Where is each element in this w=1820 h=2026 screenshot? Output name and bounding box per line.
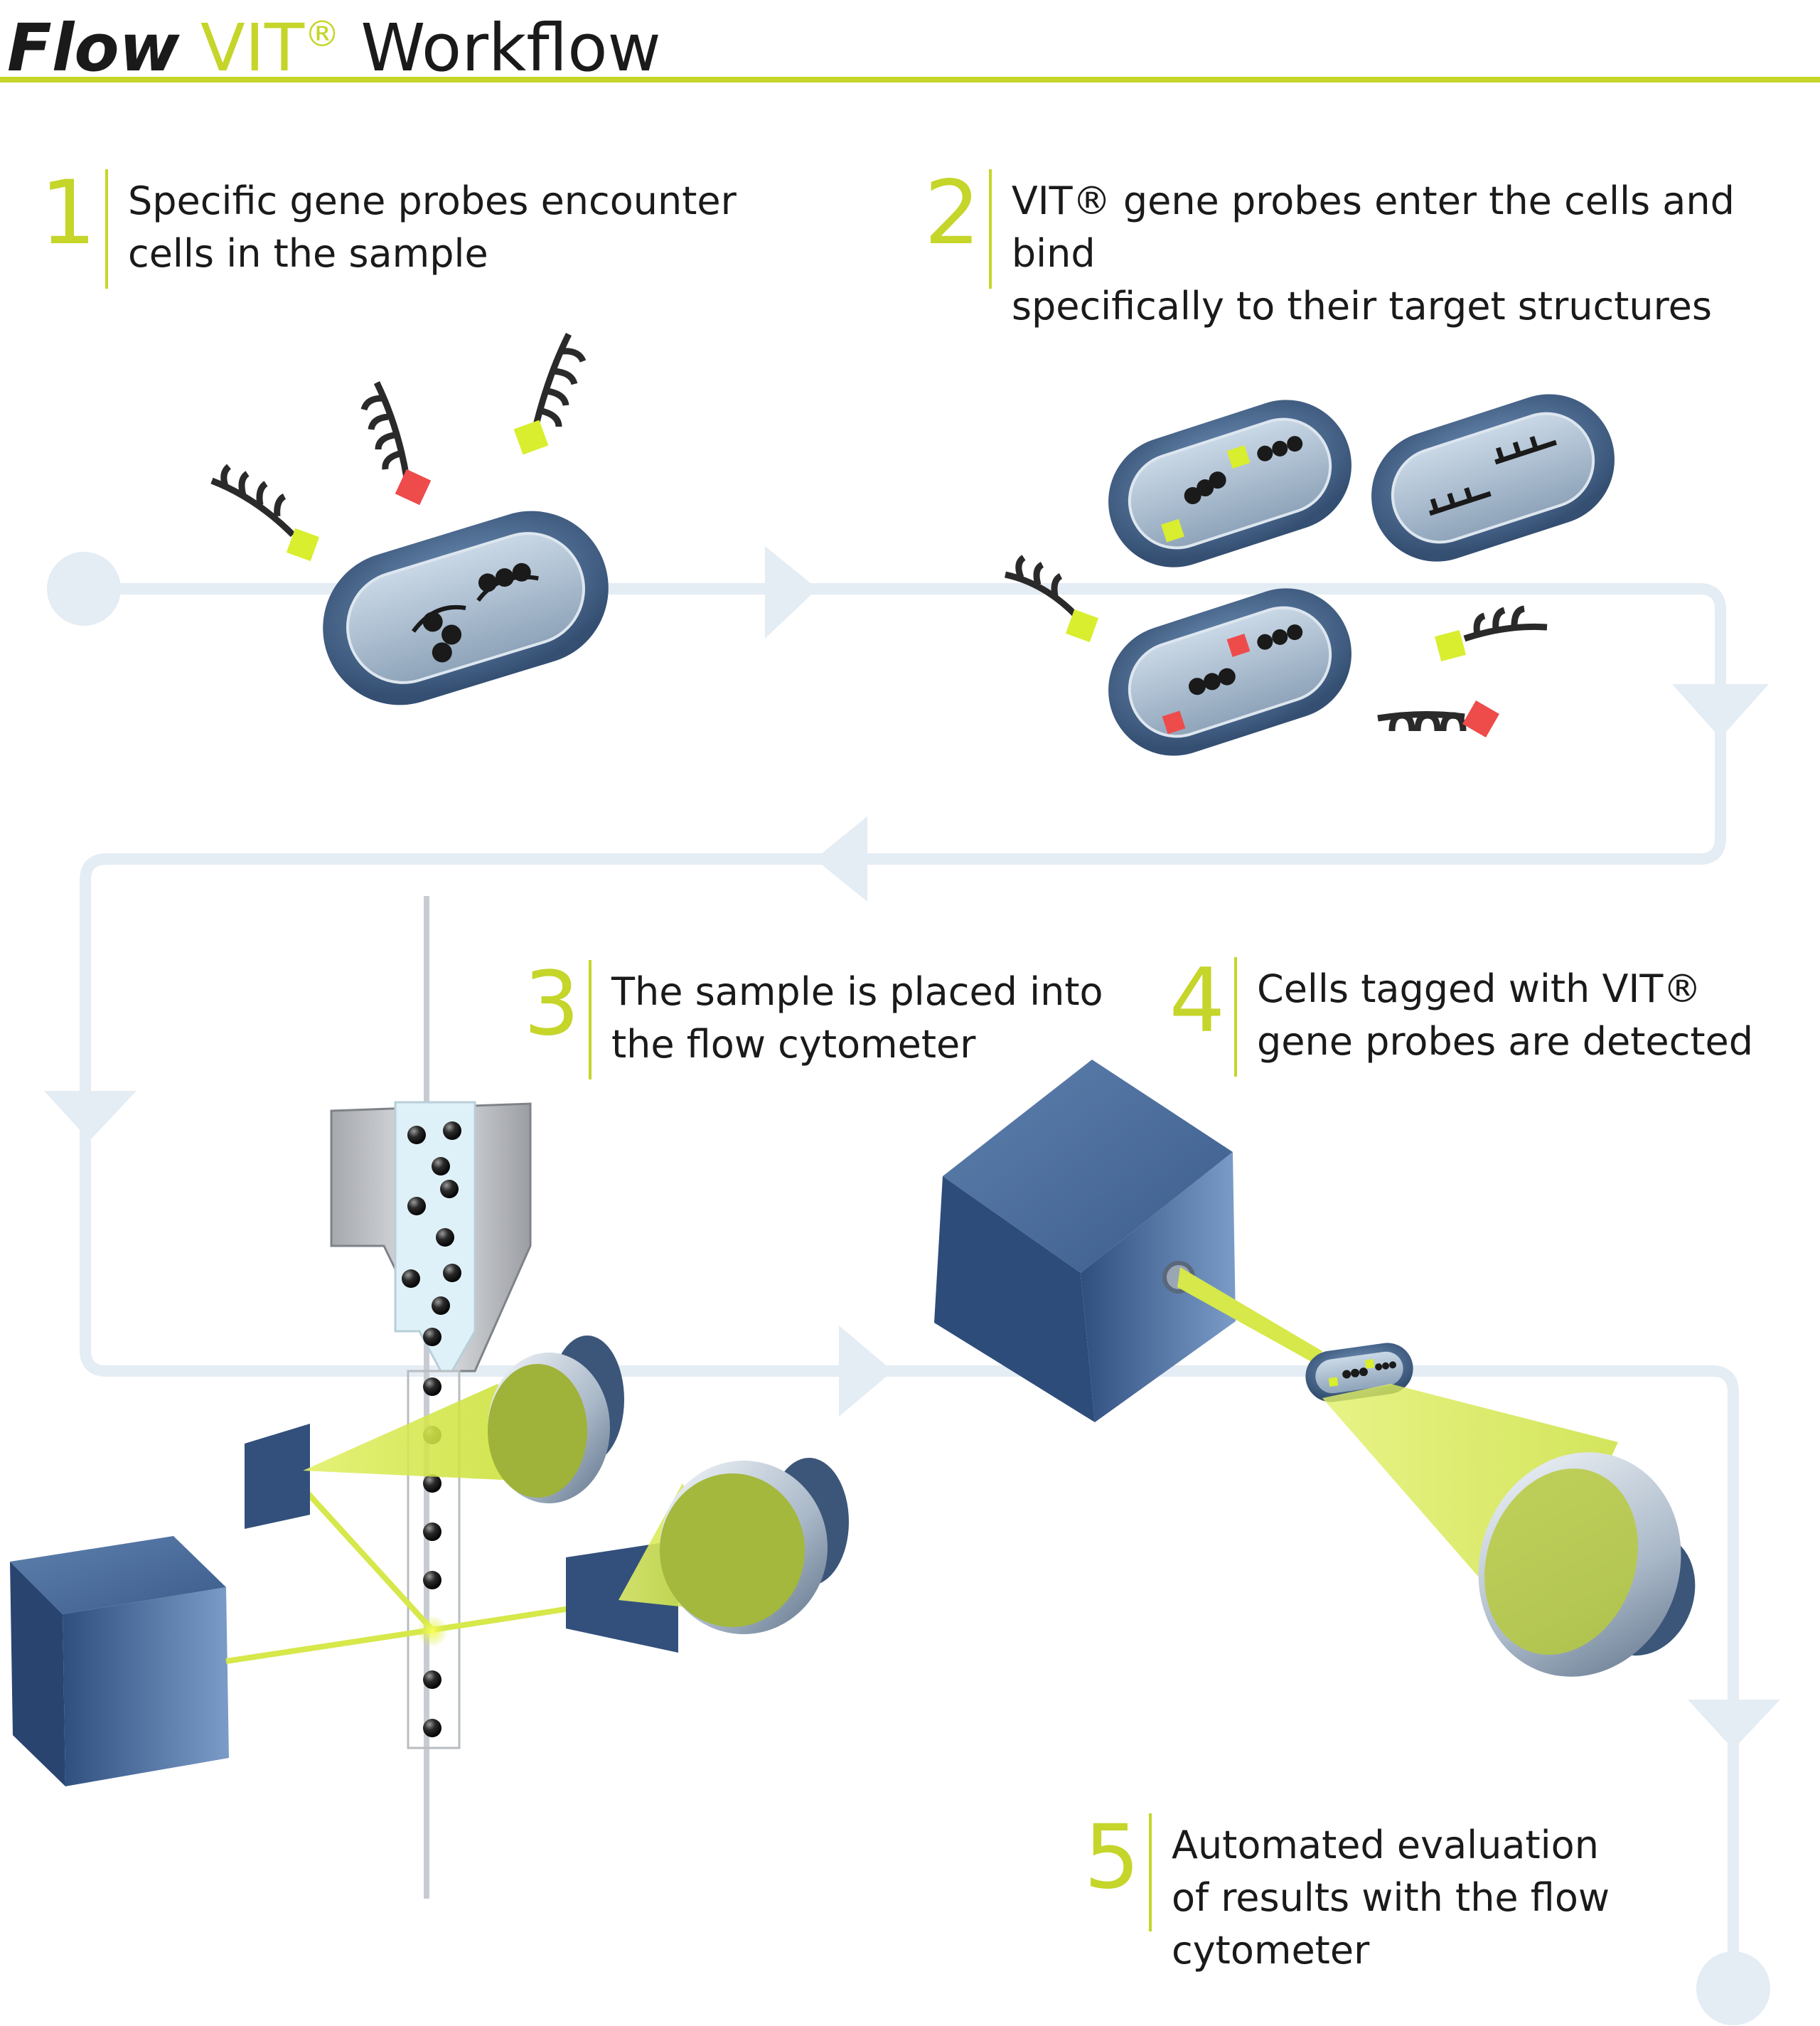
flow-cell-icon: [330, 1101, 532, 1749]
step-number: 3: [523, 953, 580, 1055]
detector-lens-icon: [488, 1335, 624, 1503]
step-text: Cells tagged with VIT® gene probes are d…: [1257, 966, 1753, 1064]
step-text: Automated evaluation of results with the…: [1172, 1823, 1610, 1973]
flow-arrow-icon: [44, 1091, 136, 1141]
flow-arrow-icon: [839, 1326, 893, 1417]
probe-yellow-tag: [286, 528, 320, 562]
step-divider: [589, 960, 592, 1079]
step-number: 1: [40, 162, 97, 265]
laser-intersection-glow: [417, 1616, 448, 1647]
title-underline: [0, 77, 1820, 82]
probe-yellow-tag: [1434, 629, 1467, 662]
gene-probe-icon: [1463, 605, 1548, 642]
step-divider: [1234, 957, 1237, 1077]
probe-red-tag: [395, 469, 432, 506]
flow-arrow-icon: [815, 816, 867, 902]
flow-arrow-icon: [1688, 1700, 1780, 1749]
gene-probe-icon: [1005, 555, 1081, 620]
gene-probe-icon: [210, 464, 296, 538]
flow-arrows: [44, 546, 1780, 1749]
probe-yellow-tag: [513, 420, 549, 455]
step-text: Specific gene probes encounter cells in …: [128, 178, 737, 276]
bacterium-cell-icon: [1371, 394, 1615, 562]
step-number: 2: [924, 162, 980, 265]
detector-lens-icon: [1478, 1452, 1696, 1677]
step-divider: [988, 169, 992, 289]
step-number: 4: [1169, 950, 1226, 1052]
laser-cube-icon: [934, 1060, 1236, 1422]
flow-start-dot-icon: [47, 552, 121, 626]
flow-path: [80, 583, 1739, 1984]
gene-probe-icon: [360, 381, 410, 479]
step-5: 5 Automated evaluation of results with t…: [1081, 1813, 1610, 1977]
title-vit: VIT®: [200, 10, 341, 86]
page-title: Flow VIT® Workflow: [7, 0, 661, 91]
step-number: 5: [1083, 1806, 1140, 1909]
step-3: 3 The sample is placed into the flow cyt…: [520, 960, 1103, 1079]
gene-probe-icon: [531, 332, 587, 432]
step-divider: [105, 169, 108, 289]
gene-probe-icon: [1377, 710, 1467, 732]
title-workflow: Workflow: [360, 10, 661, 86]
bacterium-cell-icon: [323, 511, 609, 705]
step-divider: [1149, 1813, 1152, 1931]
excitation-beam: [1177, 1267, 1322, 1364]
bacterium-cell-icon: [1108, 400, 1351, 567]
step-text: VIT® gene probes enter the cells and bin…: [1011, 178, 1735, 329]
laser-cube-icon: [10, 1536, 229, 1786]
flow-end-dot-icon: [1696, 1951, 1770, 2025]
flow-arrow-icon: [765, 546, 818, 639]
step-4: 4 Cells tagged with VIT® gene probes are…: [1166, 957, 1753, 1077]
detector-beam: [303, 1384, 549, 1482]
probe-red-tag: [1462, 700, 1499, 737]
step-text: The sample is placed into the flow cytom…: [611, 969, 1103, 1067]
flow-arrow-icon: [1672, 684, 1769, 738]
sample-stream: [424, 896, 429, 1899]
detector-lens-icon: [660, 1458, 849, 1634]
step-1: 1 Specific gene probes encounter cells i…: [37, 169, 737, 289]
probe-yellow-tag: [1065, 609, 1099, 643]
bacterium-cell-icon: [1108, 588, 1351, 756]
step-2: 2 VIT® gene probes enter the cells and b…: [921, 169, 1820, 333]
mirror-plate: [245, 1424, 310, 1529]
title-flow: Flow: [7, 10, 180, 86]
